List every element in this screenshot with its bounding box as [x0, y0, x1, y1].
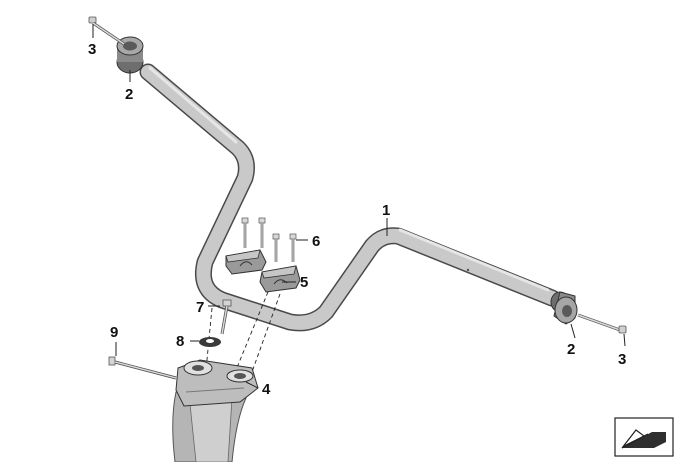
callout-3-left: 3 [88, 41, 96, 58]
mounting-bolt[interactable] [108, 356, 177, 380]
callout-1: 1 [382, 202, 390, 219]
orientation-arrow-icon[interactable] [614, 417, 674, 457]
callout-7: 7 [196, 299, 204, 316]
callout-2-right: 2 [567, 341, 575, 358]
bar-end-bolt-right[interactable] [577, 313, 627, 334]
bar-end-weight-right[interactable] [550, 291, 578, 325]
callout-5: 5 [300, 274, 308, 291]
callout-4: 4 [262, 381, 271, 398]
bar-end-weight-left[interactable] [116, 36, 144, 74]
callout-2-left: 2 [125, 86, 133, 103]
callout-9: 9 [110, 324, 118, 341]
leader-lines [92, 24, 626, 389]
callout-8: 8 [176, 333, 184, 350]
bar-end-bolt-left[interactable] [88, 16, 125, 46]
washer[interactable] [199, 337, 221, 347]
callout-6: 6 [312, 233, 320, 250]
riser-bolt[interactable] [220, 299, 232, 335]
handlebar-riser[interactable] [172, 359, 259, 462]
clamp-caps[interactable] [225, 249, 301, 293]
callout-3-right: 3 [618, 351, 626, 368]
callouts: 1 2 2 3 3 4 5 6 7 8 9 [88, 41, 626, 398]
handlebar-tube[interactable] [139, 63, 561, 332]
clamp-bolts[interactable] [241, 217, 297, 262]
